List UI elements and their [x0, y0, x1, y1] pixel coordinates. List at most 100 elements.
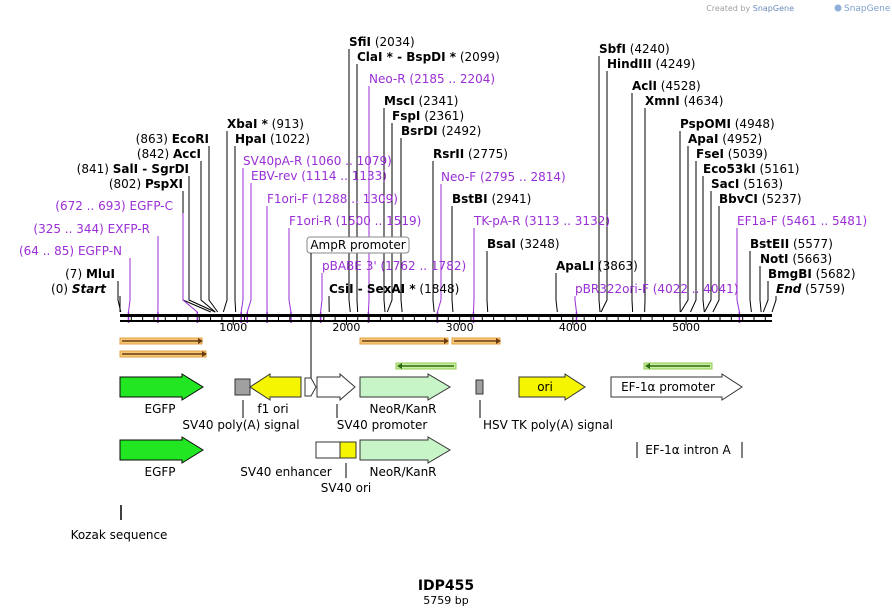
site-position-sv40pa-r: (1060 .. 1079): [302, 154, 392, 168]
site-callout-bmgbi: [762, 281, 769, 313]
feature-ef1a-intron: [636, 442, 743, 458]
site-position-saci: (5163): [739, 177, 783, 191]
site-name-apai: ApaI: [688, 132, 718, 146]
feature-sv40prom-label: SV40 promoter: [337, 418, 428, 432]
feature-sv40ori-label: SV40 ori: [321, 481, 372, 495]
site-label-acci: (842) AccI: [137, 147, 201, 161]
site-position-bbvci: (5237): [758, 192, 802, 206]
primer-arrow-3: [359, 337, 449, 345]
feature-ef1a-promoter: [610, 373, 743, 401]
snapgene-logo-text: SnapGene: [753, 4, 794, 13]
site-label-bsai: BsaI (3248): [487, 237, 560, 251]
primer-arrow-rev-2: [643, 362, 713, 370]
site-name-bbvci: BbvCI: [719, 192, 758, 206]
primer-arrow-1: [119, 337, 203, 345]
site-position-fspi: (2361): [420, 109, 464, 123]
site-position-ebv-rev: (1114 .. 1133): [297, 169, 387, 183]
site-label-mlui: (7) MluI: [65, 267, 115, 281]
feature-egfp-1-label: EGFP: [144, 402, 175, 416]
site-name-ef1a-f: EF1a-F: [737, 214, 778, 228]
site-position-sfii: (2034): [371, 35, 415, 49]
primer-arrow-rev-1: [395, 362, 457, 370]
feature-ori-label: ori: [537, 380, 553, 394]
site-label-end: End (5759): [776, 282, 845, 296]
site-label-egfp-n: (64 .. 85) EGFP-N: [19, 244, 122, 258]
site-position-mlui: (7): [65, 267, 86, 281]
site-position-xmni: (4634): [680, 94, 724, 108]
site-name-hpai: HpaI: [235, 132, 266, 146]
site-label-hpai: HpaI (1022): [235, 132, 310, 146]
site-callout-saci: [704, 191, 712, 313]
site-name-sfii2: SbfI: [599, 42, 626, 56]
feature-hsvtk-box: [475, 379, 484, 395]
feature-ori: [518, 373, 586, 401]
site-name-acci: AccI: [173, 147, 201, 161]
site-position-noti: (5663): [789, 252, 833, 266]
site-position-ecori: (863): [136, 132, 172, 146]
site-callout-msci: [383, 108, 386, 313]
feature-neokan-2-label: NeoR/KanR: [369, 465, 436, 479]
site-callout-ef1a-f: [736, 228, 740, 313]
site-position-end: (5759): [801, 282, 845, 296]
site-callout-bbvci: [712, 206, 720, 313]
site-name-bstbi: BstBI: [452, 192, 488, 206]
feature-kozak-label: Kozak sequence: [71, 528, 168, 542]
site-callout-clai: [356, 64, 359, 313]
site-position-bsteii: (5577): [789, 237, 833, 251]
site-name-csii: CsiI: [329, 282, 354, 296]
site-label-saci: SacI (5163): [711, 177, 783, 191]
site-position-bsai: (3248): [516, 237, 560, 251]
feature-sv40enh-label: SV40 enhancer: [240, 465, 331, 479]
site-position-egfp-c: (672 .. 693): [55, 199, 129, 213]
site-name-bsteii: BstEII: [750, 237, 789, 251]
site-position-rsrii: (2775): [464, 147, 508, 161]
feature-ef1a-intron-label: EF-1α intron A: [645, 443, 731, 457]
site-label-sv40pa-r: SV40pA-R (1060 .. 1079): [243, 154, 392, 168]
site-label-start: (0) Start: [51, 282, 107, 296]
site-callout-bsteii: [749, 251, 752, 313]
axis-tick-label: 5000: [672, 321, 700, 334]
ampr-promoter-box: AmpR promoter: [306, 236, 410, 378]
feature-sv40ori: [339, 441, 357, 459]
site-position-f1ori-f: (1288 .. 1309): [308, 192, 398, 206]
site-name2-sali: SgrDI: [151, 162, 189, 176]
site-name-sfii: SfiI: [349, 35, 371, 49]
site-callout-eco53ki: [702, 176, 705, 313]
site-label-eco53ki: Eco53kI (5161): [703, 162, 799, 176]
feature-neokan-2: [359, 436, 451, 464]
site-name-sv40pa-r: SV40pA-R: [243, 154, 302, 168]
snapgene-brand: SnapGene: [844, 4, 891, 14]
site-label-xbai: XbaI * (913): [227, 117, 304, 131]
site-name-hindiii: HindIII: [607, 57, 652, 71]
site-position-sali: (841): [77, 162, 113, 176]
plasmid-name: IDP455: [418, 578, 474, 594]
site-name-noti: NotI: [760, 252, 789, 266]
site-callout-sv40pa-r: [240, 168, 244, 313]
site-name-xmni: XmnI: [645, 94, 680, 108]
site-name-egfp-n: EGFP-N: [78, 244, 122, 258]
site-callout-neo-f: [436, 184, 442, 313]
site-position-pbr322ori-f: (4022 .. 4041): [649, 282, 739, 296]
axis-tick-label: 4000: [559, 321, 587, 334]
site-callout-apai: [680, 146, 689, 313]
site-callout-tk-pa-r: [472, 228, 475, 313]
site-position-hindiii: (4249): [652, 57, 696, 71]
site-name-eco53ki: Eco53kI: [703, 162, 756, 176]
site-position-pspxi: (802): [109, 177, 145, 191]
site-callout-sfii2: [598, 56, 601, 313]
site-position-f1ori-r: (1500 .. 1519): [332, 214, 422, 228]
site-label-sfii: SfiI (2034): [349, 35, 415, 49]
site-callout-pspxi: [182, 191, 211, 313]
site-callout-lines: [117, 49, 777, 323]
site-label-xmni: XmnI (4634): [645, 94, 723, 108]
site-callout-neo-r: [367, 86, 370, 313]
site-label-exfp-r: (325 .. 344) EXFP-R: [33, 222, 150, 236]
site-position-ef1a-f: (5461 .. 5481): [778, 214, 868, 228]
site-callout-bstbi: [451, 206, 454, 313]
site-position-exfp-r: (325 .. 344): [33, 222, 107, 236]
site-label-apai: ApaI (4952): [688, 132, 762, 146]
site-name-clai: ClaI *: [357, 50, 394, 64]
feature-neokan-1: [359, 373, 451, 401]
